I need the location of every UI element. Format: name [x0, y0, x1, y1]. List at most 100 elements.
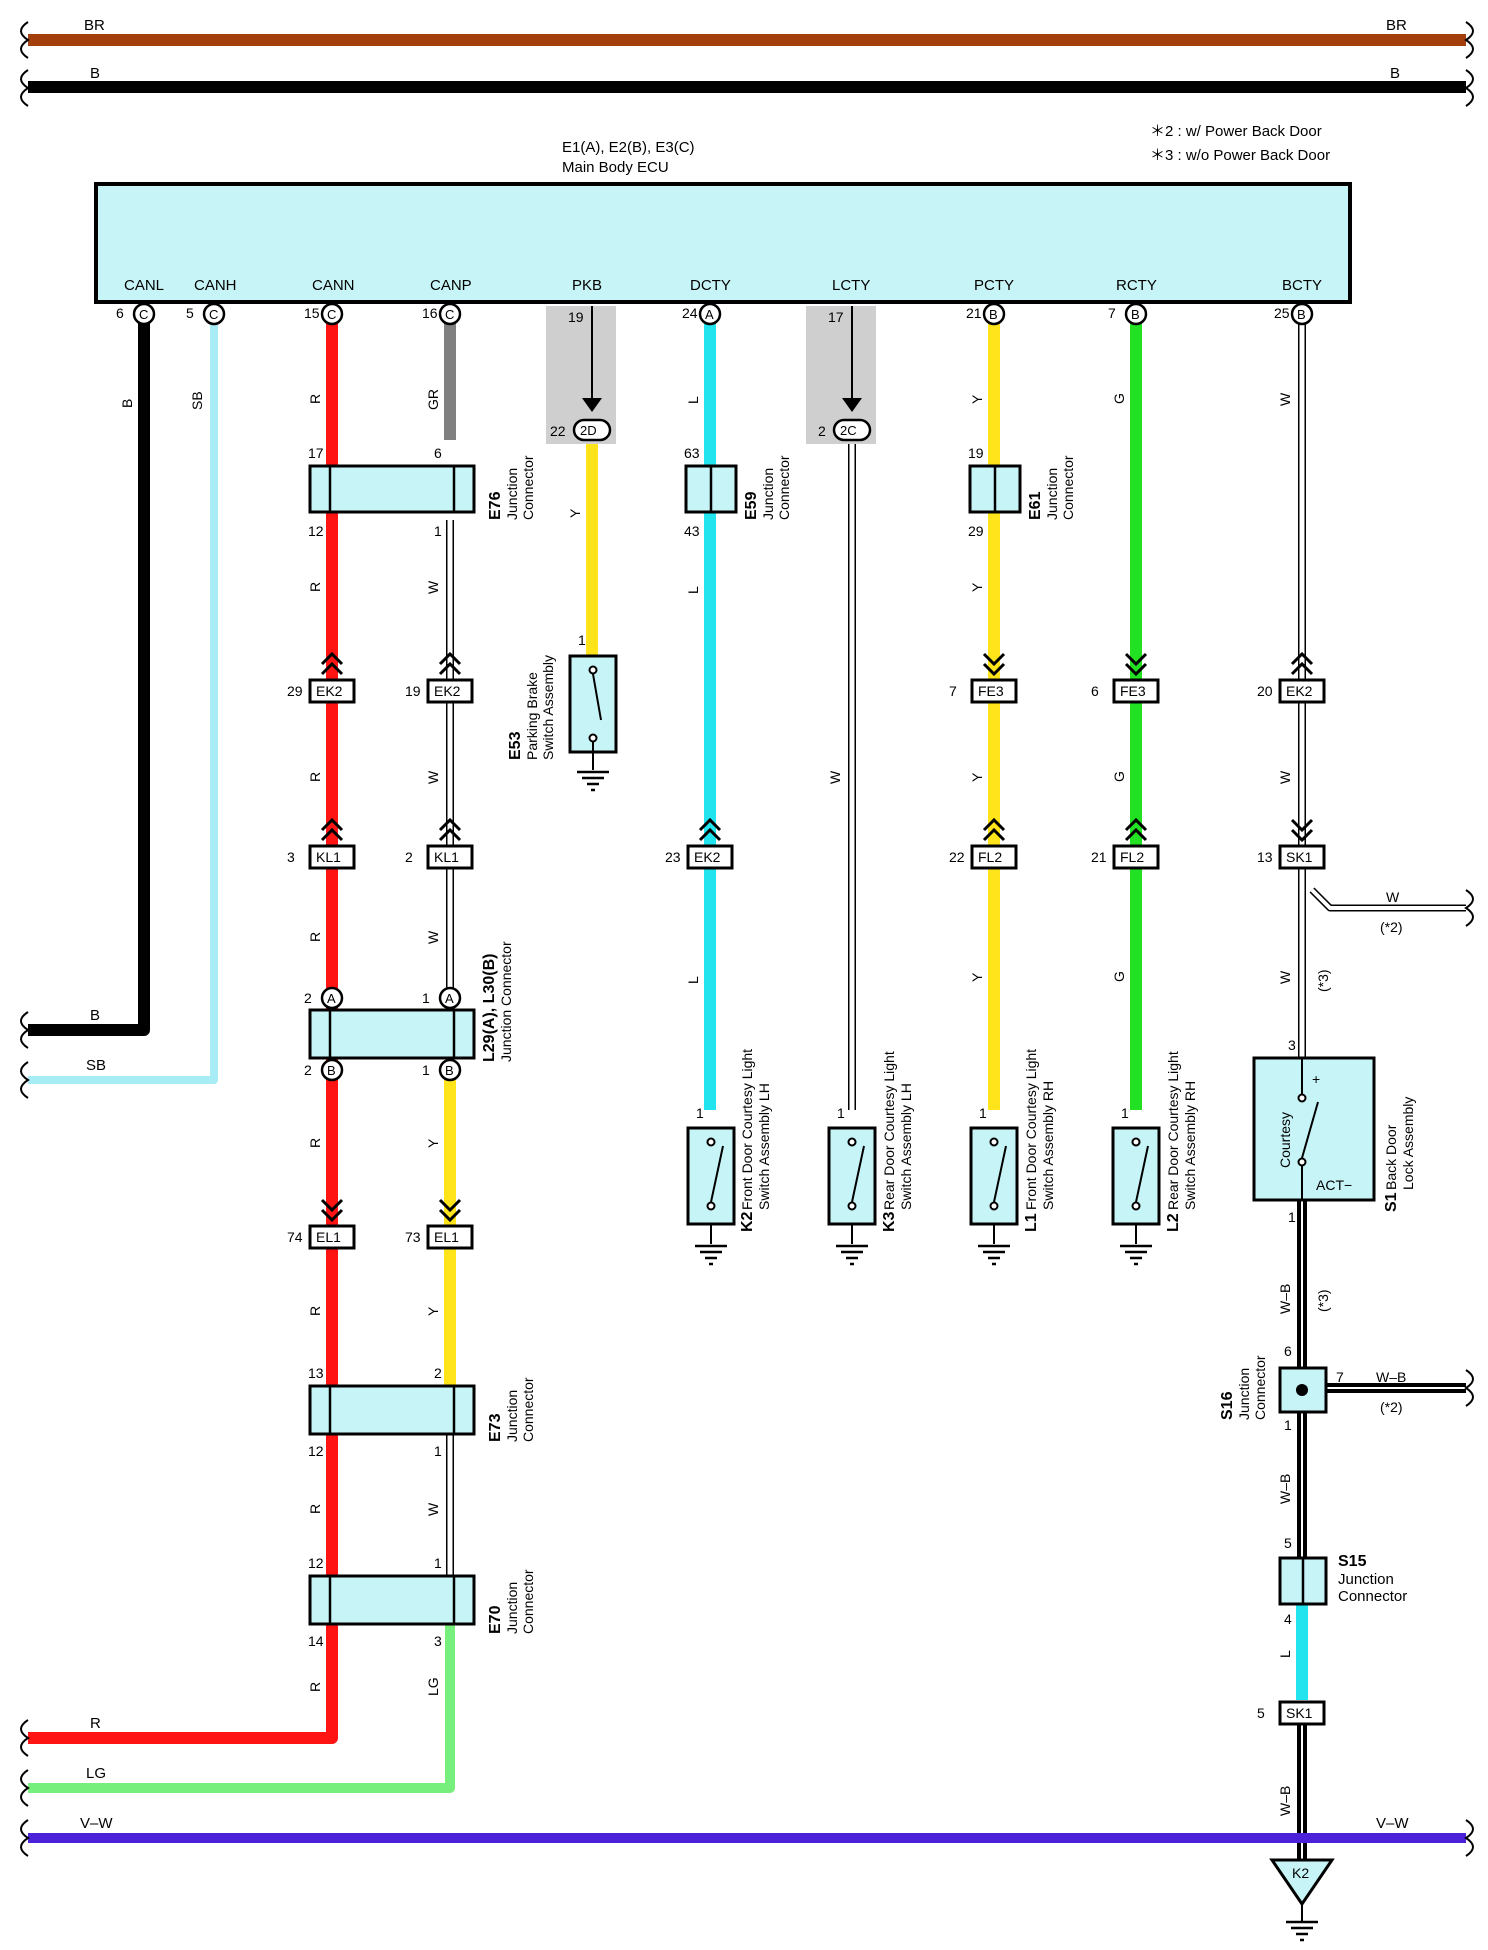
- tag-w-3: W: [425, 770, 441, 784]
- connector-plate: [970, 844, 1018, 870]
- junction-l29-l30: 2 A 1 A 2 B 1 B L29(A), L30(B) Junction …: [304, 941, 514, 1082]
- bus-b-label-left: B: [90, 65, 100, 82]
- junction-2d: [572, 418, 612, 442]
- chevron-icon: [982, 652, 1006, 667]
- l1-name2: Switch Assembly RH: [1040, 1081, 1056, 1210]
- wire-tags: B SB R GR Y L Y G W R W L Y R W W Y G W …: [119, 389, 1406, 1816]
- e76-name2: Connector: [520, 455, 536, 520]
- junction-e76: 17 6 12 1 E76 Junction Connector: [308, 445, 536, 539]
- e70-name2: Connector: [520, 1569, 536, 1634]
- connector-pin: 3: [287, 849, 295, 865]
- e73-pin-1: 1: [434, 1443, 442, 1459]
- ecu-terminal-pkb: PKB: [572, 277, 602, 294]
- bus-b: B B: [28, 65, 1466, 93]
- l1-id: L1: [1023, 1213, 1040, 1232]
- connector-pin: 19: [405, 683, 421, 699]
- s16-pin-7: 7: [1336, 1369, 1344, 1385]
- chevron-icon: [1290, 818, 1314, 833]
- tag-y-2: Y: [969, 582, 985, 592]
- tag-g-3: G: [1111, 971, 1127, 982]
- connector-plate: [308, 844, 356, 870]
- terminal-label: BCTY: [1282, 277, 1322, 294]
- connector-plate: [308, 678, 356, 704]
- tag-g-rcty: G: [1111, 393, 1127, 404]
- switch-l1: 1 L1 Front Door Courtesy Light Switch As…: [969, 1049, 1056, 1266]
- connector-label: KL1: [434, 849, 459, 865]
- tag-y-4: Y: [969, 972, 985, 982]
- s1-plus: +: [1312, 1071, 1320, 1087]
- bus-br-label-right: BR: [1386, 17, 1407, 34]
- s16-pin-6: 6: [1284, 1343, 1292, 1359]
- connector-pin: 23: [665, 849, 681, 865]
- s15-pin-4: 4: [1284, 1611, 1292, 1627]
- e70-name1: Junction: [504, 1582, 520, 1634]
- e76-pin-12: 12: [308, 523, 324, 539]
- l2-id: L2: [1165, 1213, 1182, 1232]
- s1-name2: Lock Assembly: [1400, 1097, 1416, 1190]
- l30-pin-1b: 1: [422, 1062, 430, 1078]
- junction-2c: [832, 418, 872, 442]
- s1-inner-label: Courtesy: [1277, 1112, 1293, 1168]
- bus-b-label-right: B: [1390, 65, 1400, 82]
- ecu-terminal-lcty: LCTY: [832, 277, 870, 294]
- tag-w-5: W: [425, 1502, 441, 1516]
- connector-plate: [1112, 844, 1160, 870]
- tag-l-3: L: [685, 976, 701, 984]
- connector-plate: [1278, 1700, 1326, 1726]
- tag-wb-3: W–B: [1277, 1786, 1293, 1816]
- e76-pin-1: 1: [434, 523, 442, 539]
- terminal-conn: C: [139, 307, 148, 322]
- l30-pin-2b: 2: [304, 1062, 312, 1078]
- s15-pin-5: 5: [1284, 1535, 1292, 1551]
- junction-2c-label: 2C: [840, 423, 857, 438]
- connector-plate: [1278, 678, 1326, 704]
- e61-pin-29: 29: [968, 523, 984, 539]
- bus-sb-label: SB: [86, 1057, 106, 1074]
- chevron-icon: [1290, 651, 1314, 666]
- tag-wb-branch: W–B: [1376, 1369, 1406, 1385]
- tag-b-canl: B: [119, 399, 135, 408]
- k3-name1: Rear Door Courtesy Light: [881, 1051, 897, 1210]
- switch-k3: 1 K3 Rear Door Courtesy Light Switch Ass…: [827, 1051, 914, 1266]
- e76-pin-17: 17: [308, 445, 324, 461]
- k3-id: K3: [881, 1211, 898, 1232]
- tag-star3-1: (*3): [1315, 969, 1331, 992]
- s1-id: S1: [1383, 1192, 1400, 1212]
- connector-label: EL1: [316, 1229, 341, 1245]
- junction-e59: 63 43 E59 Junction Connector: [684, 445, 792, 539]
- terminal-label: PKB: [572, 277, 602, 294]
- chevron-icon: [1124, 827, 1148, 842]
- e53-id: E53: [507, 731, 524, 760]
- chevron-icon: [698, 817, 722, 832]
- tag-w-bcty: W: [1277, 392, 1293, 406]
- tag-w-bcty-2: W: [1277, 770, 1293, 784]
- chevron-icon: [982, 827, 1006, 842]
- terminal-label: CANN: [312, 277, 355, 294]
- connector-label: SK1: [1286, 1705, 1313, 1721]
- tag-y-3: Y: [969, 772, 985, 782]
- bus-vw-label-left: V–W: [80, 1815, 113, 1832]
- terminal-conn: C: [327, 307, 336, 322]
- connector-pin: 6: [1091, 683, 1099, 699]
- wire-branch-w: [1309, 887, 1466, 912]
- s16-name2: Connector: [1252, 1355, 1268, 1420]
- l2-name2: Switch Assembly RH: [1182, 1081, 1198, 1210]
- tag-star2-1: (*2): [1380, 919, 1403, 935]
- l1-name1: Front Door Courtesy Light: [1023, 1049, 1039, 1210]
- terminal-label: DCTY: [690, 277, 731, 294]
- junction-2c-pin: 2: [818, 423, 826, 439]
- tag-y-pkb: Y: [567, 508, 583, 518]
- e70-pin-1: 1: [434, 1555, 442, 1571]
- terminal-pin-circle: [438, 302, 462, 326]
- chevron-icon: [1290, 828, 1314, 843]
